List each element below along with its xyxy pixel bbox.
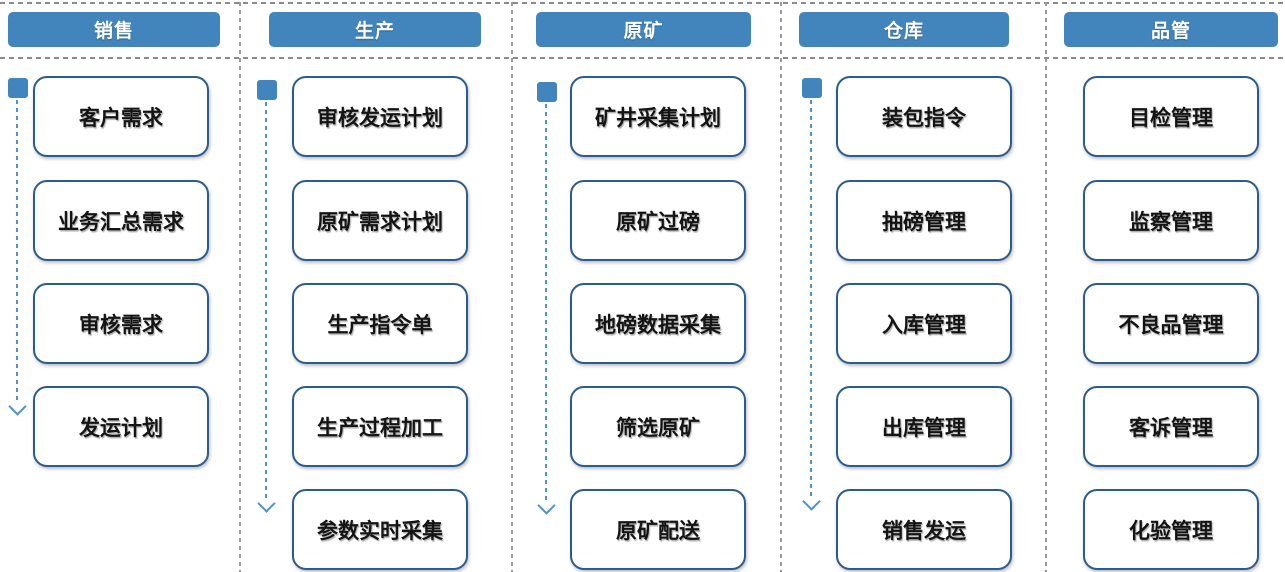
flow-start-marker: [802, 78, 822, 98]
process-box: 参数实时采集: [292, 489, 468, 570]
lane-divider: [1045, 2, 1047, 572]
process-box: 抽磅管理: [836, 180, 1012, 261]
process-box: 出库管理: [836, 386, 1012, 467]
process-box: 化验管理: [1083, 489, 1259, 570]
process-box: 客户需求: [33, 76, 209, 157]
flow-arrow-line: [810, 100, 812, 497]
lane-title: 生产: [269, 12, 481, 47]
process-box: 审核需求: [33, 283, 209, 364]
process-box: 地磅数据采集: [570, 283, 746, 364]
process-box: 生产过程加工: [292, 386, 468, 467]
arrow-down-icon: [802, 492, 821, 511]
process-box: 不良品管理: [1083, 283, 1259, 364]
lane-quality-control: 品管 目检管理 监察管理 不良品管理 客诉管理 化验管理: [1045, 0, 1285, 572]
flow-arrow-line: [265, 102, 267, 499]
arrow-down-icon: [537, 496, 556, 515]
flow-start-marker: [537, 82, 557, 102]
flow-arrow-line: [545, 104, 547, 501]
process-box: 客诉管理: [1083, 386, 1259, 467]
process-box: 发运计划: [33, 386, 209, 467]
lane-raw-ore: 原矿 矿井采集计划 原矿过磅 地磅数据采集 筛选原矿 原矿配送: [511, 0, 780, 572]
lane-production: 生产 审核发运计划 原矿需求计划 生产指令单 生产过程加工 参数实时采集: [240, 0, 511, 572]
lane-divider: [511, 2, 513, 572]
lane-sales: 销售 客户需求 业务汇总需求 审核需求 发运计划: [0, 0, 240, 572]
process-box: 销售发运: [836, 489, 1012, 570]
arrow-down-icon: [257, 494, 276, 513]
flow-start-marker: [257, 80, 277, 100]
top-dashed-divider: [0, 2, 1285, 4]
process-box: 目检管理: [1083, 76, 1259, 157]
process-box: 矿井采集计划: [570, 76, 746, 157]
lane-title: 仓库: [799, 12, 1009, 47]
arrow-down-icon: [8, 397, 27, 416]
process-box: 监察管理: [1083, 180, 1259, 261]
process-box: 原矿配送: [570, 489, 746, 570]
process-box: 装包指令: [836, 76, 1012, 157]
lane-warehouse: 仓库 装包指令 抽磅管理 入库管理 出库管理 销售发运: [780, 0, 1045, 572]
flow-start-marker: [8, 78, 28, 98]
lane-title: 原矿: [536, 12, 751, 47]
process-box: 筛选原矿: [570, 386, 746, 467]
process-box: 入库管理: [836, 283, 1012, 364]
process-box: 业务汇总需求: [33, 180, 209, 261]
process-box: 原矿过磅: [570, 180, 746, 261]
flow-arrow-line: [16, 100, 18, 402]
lane-divider: [239, 2, 241, 572]
process-box: 生产指令单: [292, 283, 468, 364]
lane-title: 销售: [8, 12, 220, 47]
process-box: 审核发运计划: [292, 76, 468, 157]
lane-title: 品管: [1064, 12, 1278, 47]
header-dashed-divider: [0, 57, 1285, 59]
lane-divider: [780, 2, 782, 572]
process-box: 原矿需求计划: [292, 180, 468, 261]
